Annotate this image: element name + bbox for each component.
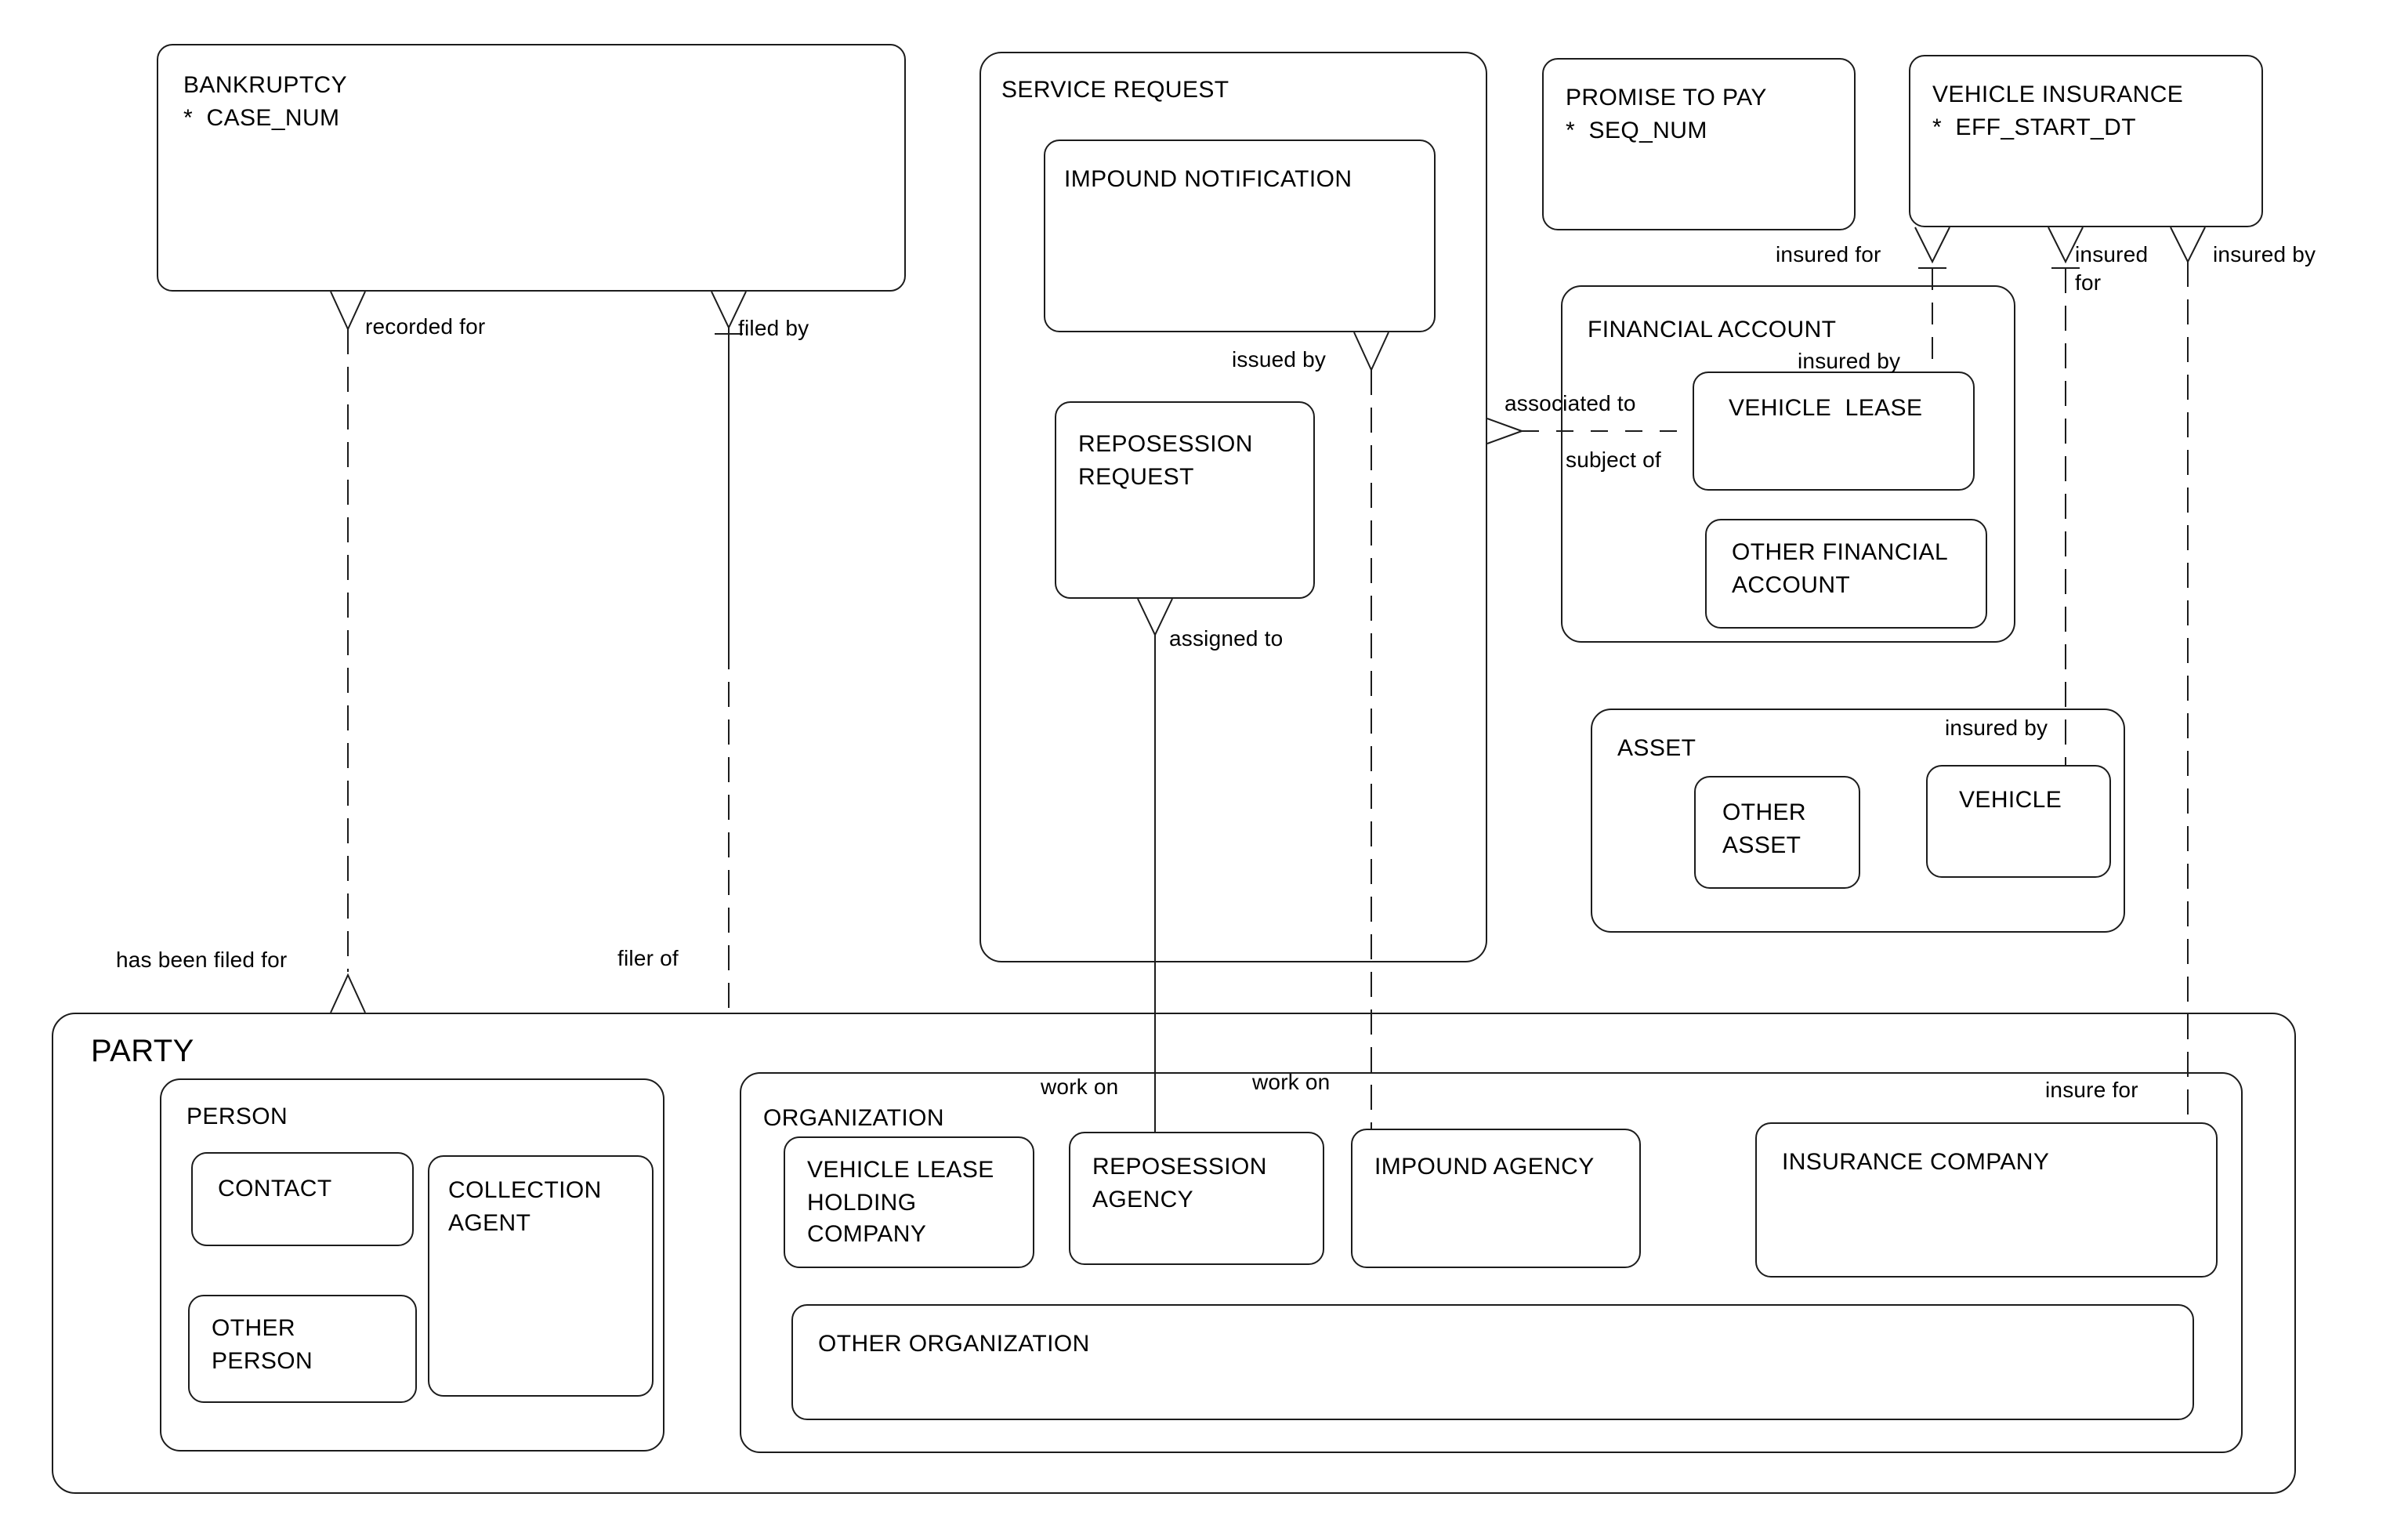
entity-label: IMPOUND AGENCY <box>1374 1154 1595 1180</box>
entity-vehicle-lease-holding-company[interactable]: VEHICLE LEASE HOLDING COMPANY <box>784 1136 1034 1268</box>
label-filer-of: filer of <box>617 945 679 970</box>
entity-label: FINANCIAL ACCOUNT <box>1588 317 1837 343</box>
label-insured-for-lease: insured for <box>1776 241 1881 266</box>
label-insured-by-lease: insured by <box>1798 348 1901 373</box>
label-assigned-to: assigned to <box>1169 625 1284 651</box>
entity-financial-account[interactable]: FINANCIAL ACCOUNT <box>1561 285 2015 643</box>
entity-label: ORGANIZATION <box>763 1105 944 1132</box>
entity-label: PERSON <box>186 1104 288 1130</box>
entity-other-financial-account[interactable]: OTHER FINANCIAL ACCOUNT <box>1705 519 1987 629</box>
entity-label: CONTACT <box>218 1176 332 1202</box>
entity-collection-agent[interactable]: COLLECTION AGENT <box>428 1155 654 1397</box>
entity-label: VEHICLE LEASE HOLDING COMPANY <box>807 1157 994 1249</box>
entity-label: INSURANCE COMPANY <box>1782 1149 2050 1176</box>
entity-vehicle[interactable]: VEHICLE <box>1926 765 2111 878</box>
entity-reposession-request[interactable]: REPOSESSION REQUEST <box>1055 401 1315 599</box>
label-recorded-for: recorded for <box>365 314 486 339</box>
entity-asset[interactable]: ASSET <box>1591 709 2125 933</box>
label-issued-by: issued by <box>1232 346 1327 372</box>
entity-attribute: * CASE_NUM <box>183 104 340 132</box>
entity-attribute: * SEQ_NUM <box>1566 117 1707 144</box>
entity-bankruptcy[interactable]: BANKRUPTCY * CASE_NUM <box>157 44 906 292</box>
entity-person[interactable]: PERSON <box>160 1078 664 1452</box>
entity-label: IMPOUND NOTIFICATION <box>1064 166 1352 193</box>
label-work-on-left: work on <box>1041 1074 1119 1099</box>
label-insured-by-company: insured by <box>2213 241 2316 266</box>
entity-vehicle-lease[interactable]: VEHICLE LEASE <box>1693 372 1975 491</box>
entity-party[interactable]: PARTY <box>52 1013 2296 1494</box>
label-subject-of: subject of <box>1566 447 1661 472</box>
entity-other-person[interactable]: OTHER PERSON <box>188 1295 417 1403</box>
entity-label: PROMISE TO PAY <box>1566 85 1767 111</box>
entity-reposession-agency[interactable]: REPOSESSION AGENCY <box>1069 1132 1324 1265</box>
entity-label: OTHER ASSET <box>1722 799 1806 859</box>
entity-vehicle-insurance[interactable]: VEHICLE INSURANCE * EFF_START_DT <box>1909 55 2263 227</box>
entity-impound-notification[interactable]: IMPOUND NOTIFICATION <box>1044 140 1436 332</box>
entity-label: REPOSESSION REQUEST <box>1078 431 1253 491</box>
entity-label: ASSET <box>1617 735 1696 762</box>
entity-label: OTHER FINANCIAL ACCOUNT <box>1732 539 1949 599</box>
entity-label: REPOSESSION AGENCY <box>1092 1154 1267 1213</box>
entity-insurance-company[interactable]: INSURANCE COMPANY <box>1755 1122 2218 1278</box>
entity-label: PARTY <box>91 1035 194 1069</box>
entity-label: VEHICLE <box>1959 787 2062 814</box>
entity-label: VEHICLE LEASE <box>1729 395 1923 422</box>
label-associated-to: associated to <box>1505 390 1636 415</box>
label-has-been-filed-for: has been filed for <box>116 947 288 972</box>
entity-label: VEHICLE INSURANCE <box>1932 82 2184 108</box>
entity-label: OTHER ORGANIZATION <box>818 1331 1090 1357</box>
entity-impound-agency[interactable]: IMPOUND AGENCY <box>1351 1129 1641 1268</box>
label-insure-for: insure for <box>2045 1077 2138 1102</box>
entity-promise-to-pay[interactable]: PROMISE TO PAY * SEQ_NUM <box>1542 58 1856 230</box>
entity-label: OTHER PERSON <box>212 1315 313 1375</box>
entity-label: SERVICE REQUEST <box>1001 77 1229 103</box>
relationship-recorded-for-line <box>330 291 366 1013</box>
entity-organization[interactable]: ORGANIZATION <box>740 1072 2243 1453</box>
relationship-insure-for-company-line <box>2170 227 2206 1122</box>
label-insured-for-vehicle: insured for <box>2075 241 2149 295</box>
entity-other-organization[interactable]: OTHER ORGANIZATION <box>791 1304 2194 1420</box>
entity-service-request[interactable]: SERVICE REQUEST <box>979 52 1487 962</box>
relationship-insured-for-vehicle-line <box>2048 227 2084 765</box>
entity-other-asset[interactable]: OTHER ASSET <box>1694 776 1860 889</box>
label-insured-by-asset: insured by <box>1945 715 2048 740</box>
entity-label: COLLECTION AGENT <box>448 1177 602 1237</box>
label-work-on-right: work on <box>1252 1069 1331 1094</box>
relationship-filed-by-line <box>711 291 747 1013</box>
entity-label: BANKRUPTCY <box>183 72 348 99</box>
label-filed-by: filed by <box>738 315 809 340</box>
entity-attribute: * EFF_START_DT <box>1932 114 2136 141</box>
entity-contact[interactable]: CONTACT <box>191 1152 414 1246</box>
